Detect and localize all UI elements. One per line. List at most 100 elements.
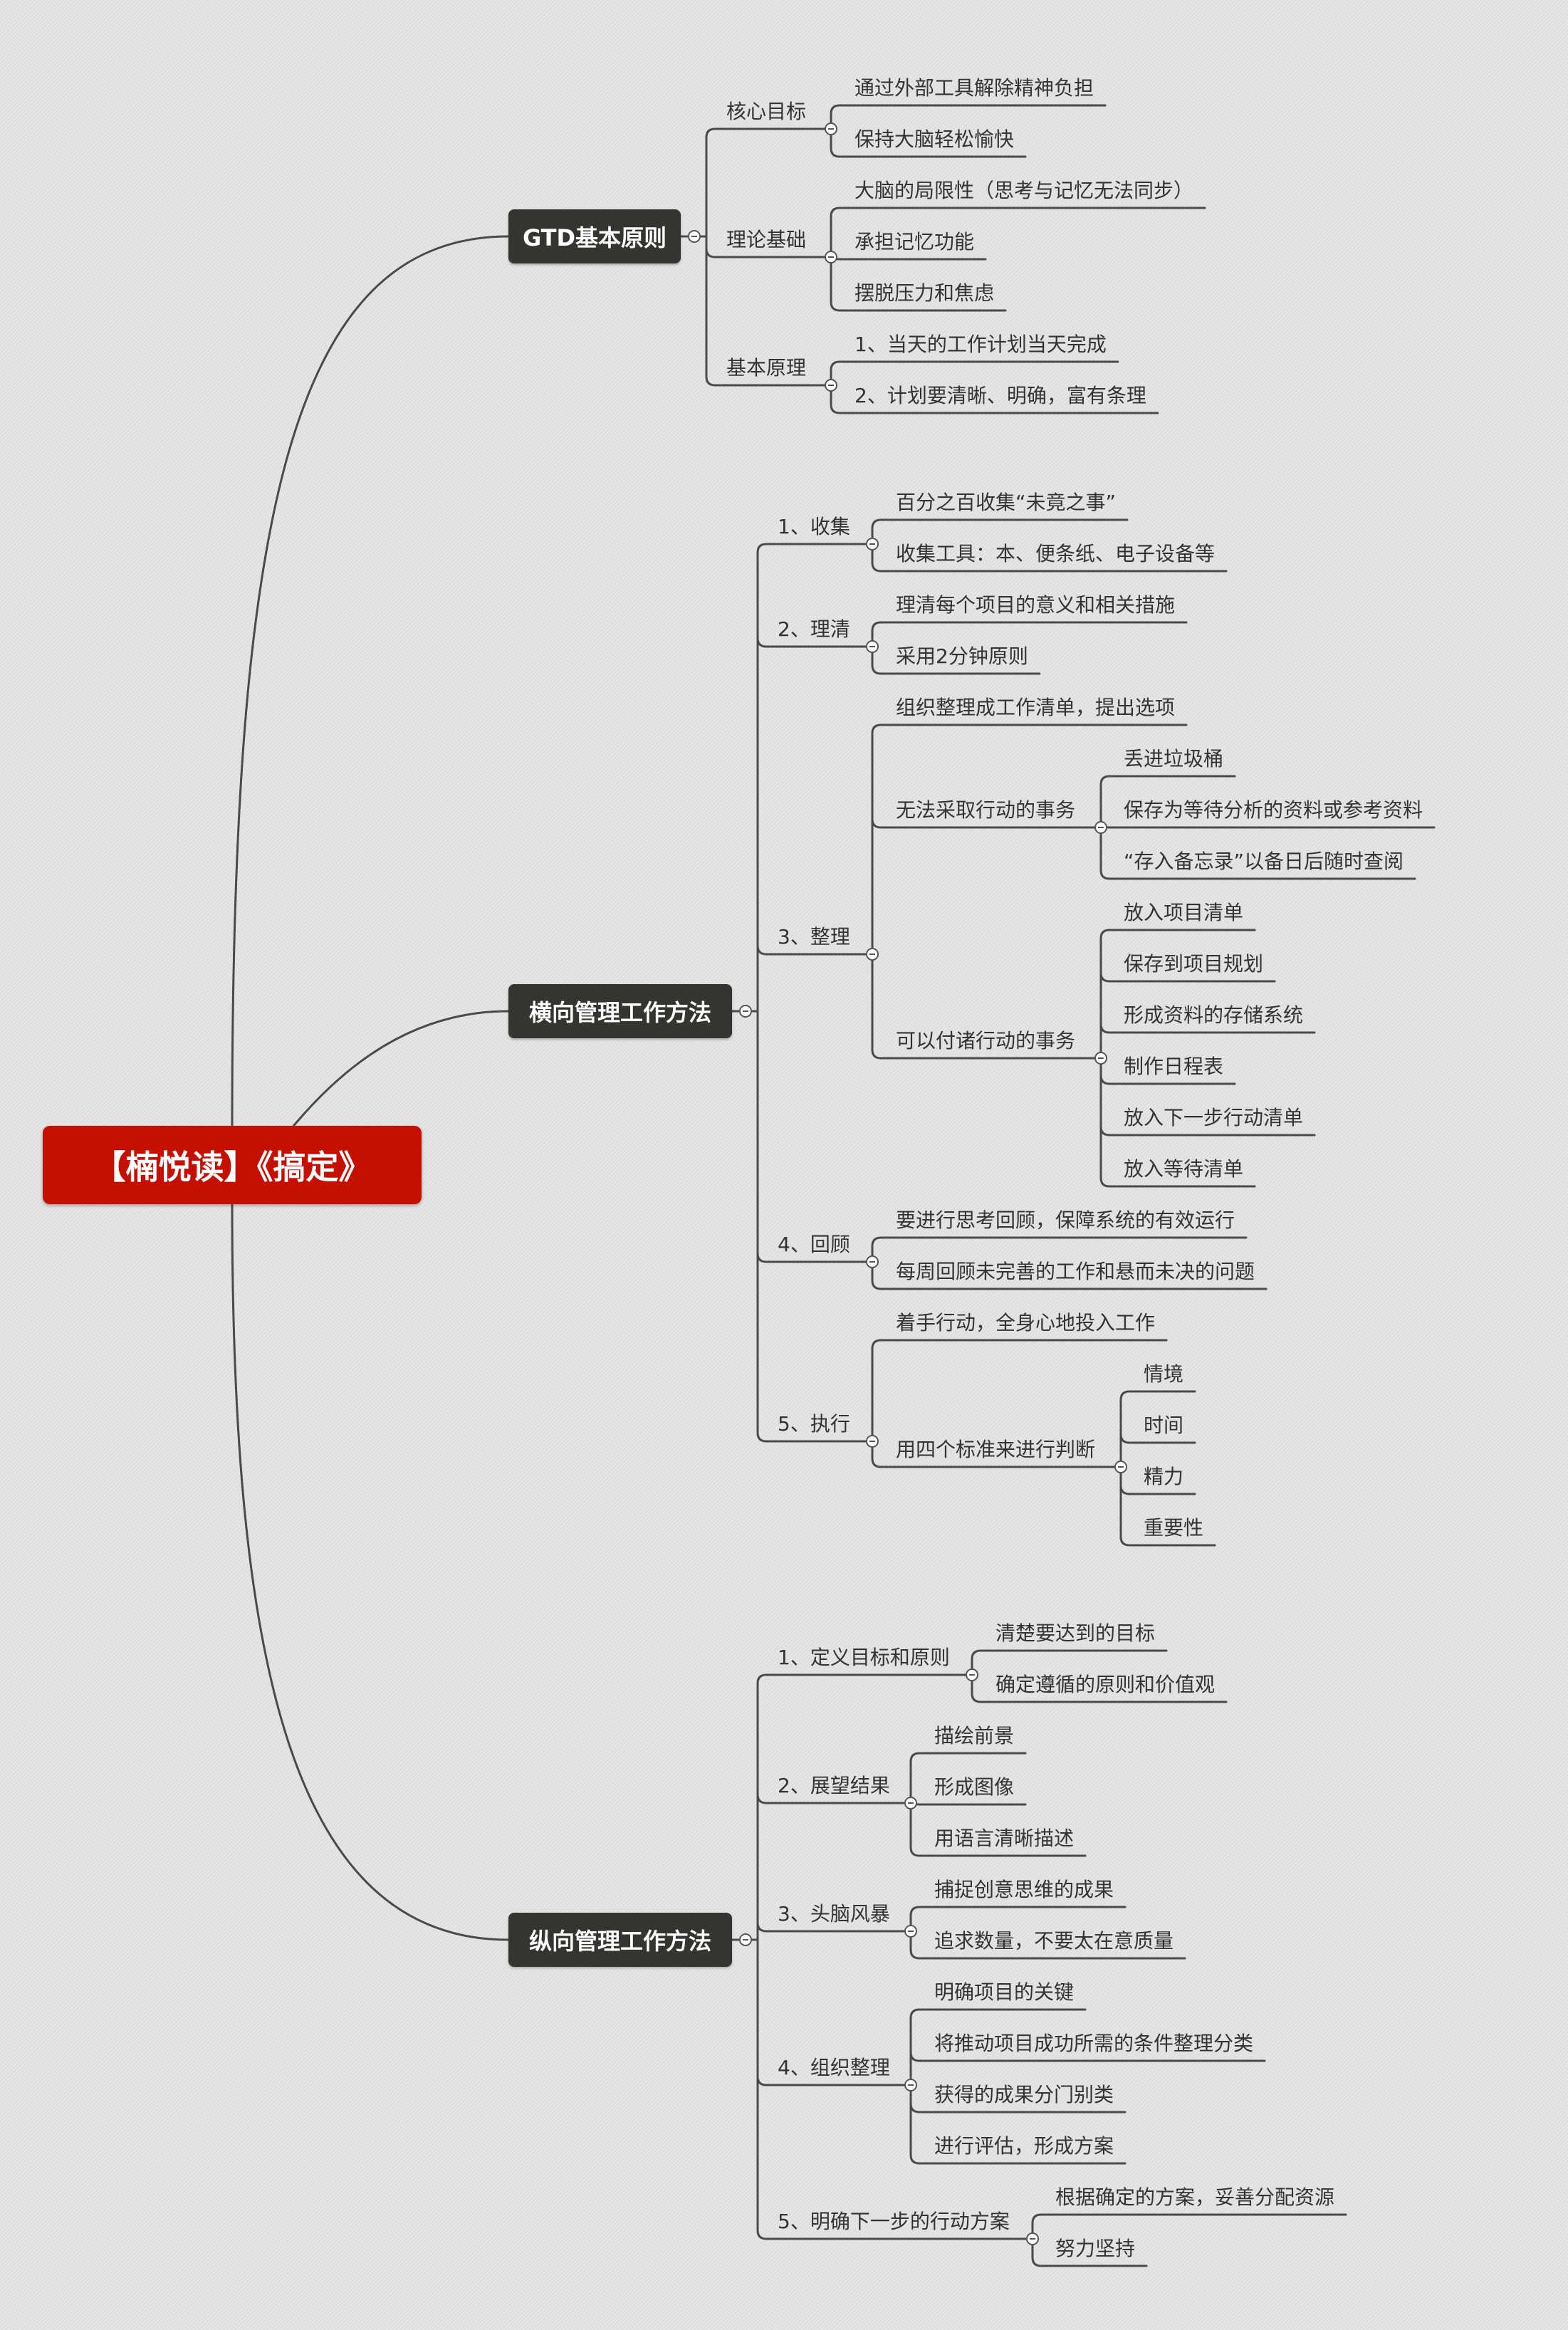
leaf-label[interactable]: 收集工具：本、便条纸、电子设备等: [896, 542, 1216, 565]
leaf-label[interactable]: 努力坚持: [1055, 2237, 1136, 2260]
leaf-collapse-toggle[interactable]: [1094, 821, 1107, 834]
subtopic-collapse-toggle[interactable]: [825, 379, 837, 392]
subtopic-collapse-toggle[interactable]: [825, 251, 837, 263]
subtopic-collapse-toggle[interactable]: [866, 948, 879, 961]
leaf-label[interactable]: 1、当天的工作计划当天完成: [854, 333, 1107, 356]
sub-leaf-label[interactable]: 放入下一步行动清单: [1124, 1106, 1304, 1129]
sub-leaf-label[interactable]: “存入备忘录”以备日后随时查阅: [1124, 850, 1404, 873]
leaf-label[interactable]: 保持大脑轻松愉快: [854, 127, 1015, 151]
subtopic-label[interactable]: 1、收集: [778, 515, 850, 538]
leaf-label[interactable]: 无法采取行动的事务: [896, 798, 1076, 822]
subtopic-label[interactable]: 4、回顾: [778, 1233, 850, 1256]
leaf-label[interactable]: 承担记忆功能: [854, 230, 975, 254]
subtopic-label[interactable]: 核心目标: [726, 100, 807, 123]
leaf-label[interactable]: 根据确定的方案，妥善分配资源: [1055, 2185, 1335, 2209]
leaf-label[interactable]: 追求数量，不要太在意质量: [934, 1929, 1174, 1953]
root-topic[interactable]: 【楠悦读】《搞定》: [43, 1126, 422, 1204]
bracket-spine: [871, 518, 882, 545]
leaf-label[interactable]: 着手行动，全身心地投入工作: [896, 1311, 1156, 1334]
leaf-label[interactable]: 通过外部工具解除精神负担: [854, 76, 1094, 100]
leaf-label[interactable]: 理清每个项目的意义和相关措施: [896, 593, 1176, 617]
leaf-collapse-toggle[interactable]: [1094, 1052, 1107, 1065]
subtopic-collapse-toggle[interactable]: [966, 1668, 978, 1681]
bracket-branch: [1119, 1433, 1131, 1444]
subtopic-collapse-toggle[interactable]: [866, 538, 879, 550]
sub-leaf-label[interactable]: 放入项目清单: [1124, 901, 1244, 924]
leaf-label[interactable]: 明确项目的关键: [934, 1980, 1075, 2004]
bracket-spine: [971, 1673, 982, 1703]
sub-leaf-label[interactable]: 情境: [1144, 1362, 1184, 1386]
bracket-spine: [1119, 1466, 1131, 1547]
sub-leaf-label[interactable]: 保存为等待分析的资料或参考资料: [1124, 798, 1423, 822]
leaf-collapse-toggle[interactable]: [1114, 1461, 1127, 1473]
subtopic-collapse-toggle[interactable]: [904, 2079, 917, 2091]
leaf-label[interactable]: 进行评估，形成方案: [934, 2134, 1114, 2158]
subtopic-collapse-toggle[interactable]: [866, 640, 879, 653]
leaf-label[interactable]: 获得的成果分门别类: [934, 2083, 1114, 2106]
leaf-label[interactable]: 捕捉创意思维的成果: [934, 1878, 1114, 1901]
sub-leaf-label[interactable]: 重要性: [1144, 1516, 1204, 1540]
sub-leaf-label[interactable]: 时间: [1144, 1414, 1184, 1437]
sub-leaf-label[interactable]: 形成资料的存储系统: [1124, 1003, 1304, 1027]
main-topic[interactable]: 纵向管理工作方法: [508, 1913, 732, 1967]
bracket-spine: [830, 384, 841, 414]
subtopic-label[interactable]: 2、理清: [778, 617, 850, 641]
leaf-label[interactable]: 大脑的局限性（思考与记忆无法同步）: [854, 179, 1194, 202]
sub-leaf-label[interactable]: 放入等待清单: [1124, 1157, 1244, 1181]
bracket-spine: [756, 1938, 768, 2240]
leaf-label[interactable]: 每周回顾未完善的工作和悬而未决的问题: [896, 1260, 1255, 1283]
subtopic-label[interactable]: 理论基础: [726, 228, 807, 251]
leaf-label[interactable]: 采用2分钟原则: [896, 644, 1028, 668]
leaf-label[interactable]: 用语言清晰描述: [934, 1827, 1075, 1850]
leaf-label[interactable]: 确定遵循的原则和价值观: [995, 1673, 1216, 1696]
bracket-branch: [756, 2075, 768, 2086]
subtopic-collapse-toggle[interactable]: [1026, 2232, 1039, 2245]
bracket-spine: [1099, 826, 1111, 880]
subtopic-label[interactable]: 3、整理: [778, 925, 850, 949]
branch-collapse-toggle[interactable]: [739, 1933, 752, 1946]
subtopic-label[interactable]: 3、头脑风暴: [778, 1902, 890, 1926]
main-topic[interactable]: 横向管理工作方法: [508, 984, 732, 1038]
subtopic-label[interactable]: 4、组织整理: [778, 2056, 890, 2079]
leaf-label[interactable]: 将推动项目成功所需的条件整理分类: [934, 2032, 1254, 2055]
branch-collapse-toggle[interactable]: [688, 230, 701, 243]
subtopic-collapse-toggle[interactable]: [825, 122, 837, 135]
subtopic-label[interactable]: 1、定义目标和原则: [778, 1646, 950, 1669]
bracket-spine: [1099, 1057, 1111, 1188]
sub-leaf-label[interactable]: 制作日程表: [1124, 1055, 1224, 1078]
subtopic-collapse-toggle[interactable]: [904, 1925, 917, 1938]
leaf-label[interactable]: 2、计划要清晰、明确，富有条理: [854, 384, 1146, 407]
leaf-label[interactable]: 百分之百收集“未竟之事”: [896, 491, 1117, 514]
branch-collapse-toggle[interactable]: [739, 1005, 752, 1018]
subtopic-label[interactable]: 5、明确下一步的行动方案: [778, 2210, 1010, 2233]
bracket-spine: [830, 256, 841, 312]
bracket-spine: [1031, 2237, 1042, 2267]
bracket-branch: [909, 2102, 921, 2114]
bracket-branch: [756, 637, 768, 648]
bracket-spine: [1099, 929, 1111, 1060]
main-topic[interactable]: GTD基本原则: [508, 209, 681, 263]
subtopic-collapse-toggle[interactable]: [866, 1255, 879, 1268]
sub-leaf-label[interactable]: 保存到项目规划: [1124, 952, 1264, 976]
leaf-label[interactable]: 摆脱压力和焦虑: [854, 281, 995, 305]
leaf-label[interactable]: 形成图像: [934, 1775, 1015, 1799]
leaf-label[interactable]: 可以付诸行动的事务: [896, 1029, 1076, 1052]
sub-leaf-label[interactable]: 丢进垃圾桶: [1124, 747, 1224, 770]
leaf-label[interactable]: 清楚要达到的目标: [995, 1621, 1156, 1645]
bracket-spine: [756, 1673, 768, 1941]
leaf-label[interactable]: 用四个标准来进行判断: [896, 1438, 1096, 1461]
subtopic-label[interactable]: 2、展望结果: [778, 1774, 890, 1797]
bracket-branch: [756, 1921, 768, 1933]
sub-leaf-label[interactable]: 精力: [1144, 1465, 1184, 1488]
bracket-spine: [871, 543, 882, 573]
leaf-label[interactable]: 组织整理成工作清单，提出选项: [896, 696, 1176, 719]
subtopic-label[interactable]: 基本原理: [726, 356, 807, 380]
leaf-label[interactable]: 要进行思考回顾，保障系统的有效运行: [896, 1208, 1235, 1232]
subtopic-collapse-toggle[interactable]: [904, 1797, 917, 1809]
leaf-label[interactable]: 描绘前景: [934, 1724, 1015, 1748]
subtopic-label[interactable]: 5、执行: [778, 1412, 850, 1436]
bracket-spine: [871, 645, 882, 675]
subtopic-collapse-toggle[interactable]: [866, 1435, 879, 1448]
bracket-spine: [1031, 2213, 1042, 2240]
